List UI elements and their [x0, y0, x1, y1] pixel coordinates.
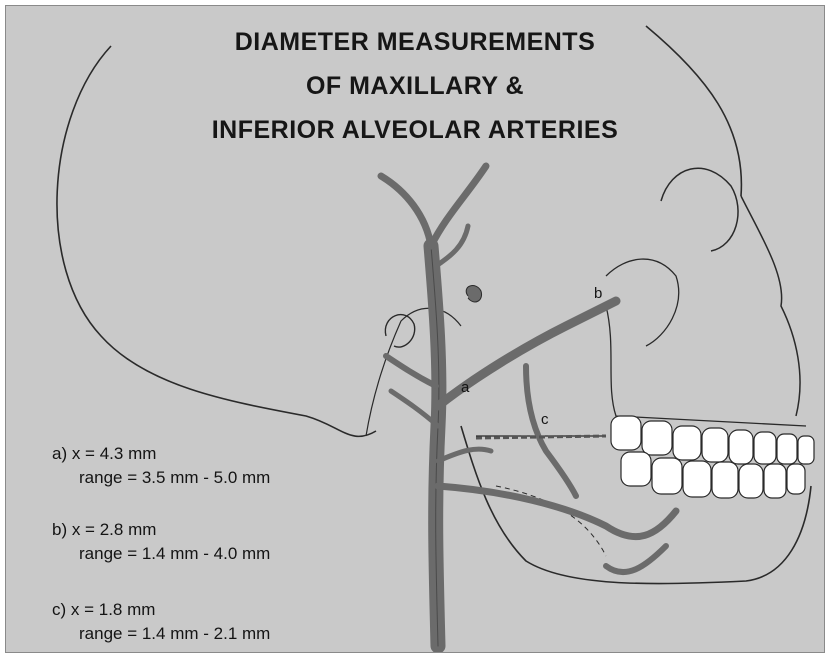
occipital-branch: [386, 356, 436, 386]
temporal-vessel-loop: [466, 286, 481, 302]
teeth-row: [611, 416, 814, 498]
measurement-c-mean: c) x = 1.8 mm: [52, 598, 270, 622]
title-line-3: INFERIOR ALVEOLAR ARTERIES: [6, 108, 824, 152]
title-line-2: OF MAXILLARY &: [6, 64, 824, 108]
measurement-c-range: range = 1.4 mm - 2.1 mm: [52, 622, 270, 646]
nasal-outline: [741, 196, 800, 416]
artery-tree: [381, 166, 676, 646]
measurement-a-range: range = 3.5 mm - 5.0 mm: [52, 466, 270, 490]
temporal-branch-2: [431, 166, 486, 246]
carotid-trunk: [431, 246, 439, 646]
label-c: c: [541, 411, 549, 428]
maxilla-outline: [606, 306, 806, 426]
label-b: b: [594, 285, 602, 302]
illustration-panel: a b c DIAMETER MEASUREMENTS OF MAXILLARY…: [5, 5, 825, 653]
measurement-a: a) x = 4.3 mm range = 3.5 mm - 5.0 mm: [52, 442, 270, 490]
facial-artery-end: [606, 546, 666, 572]
lingual-branch: [438, 449, 491, 461]
facial-artery: [438, 486, 676, 537]
measurement-c: c) x = 1.8 mm range = 1.4 mm - 2.1 mm: [52, 598, 270, 646]
inferior-alveolar-artery: [526, 366, 576, 496]
orbit-outline: [661, 168, 738, 251]
diagram-title: DIAMETER MEASUREMENTS OF MAXILLARY & INF…: [6, 20, 824, 152]
label-a: a: [461, 379, 470, 396]
ear-canal: [385, 315, 414, 347]
title-line-1: DIAMETER MEASUREMENTS: [6, 20, 824, 64]
alveolar-canal-vessel: [476, 436, 606, 438]
measurement-b-range: range = 1.4 mm - 4.0 mm: [52, 542, 270, 566]
superficial-temporal-branch: [381, 176, 431, 246]
measurement-a-mean: a) x = 4.3 mm: [52, 442, 270, 466]
measurement-b-mean: b) x = 2.8 mm: [52, 518, 270, 542]
lower-branch: [391, 391, 438, 426]
measurement-b: b) x = 2.8 mm range = 1.4 mm - 4.0 mm: [52, 518, 270, 566]
